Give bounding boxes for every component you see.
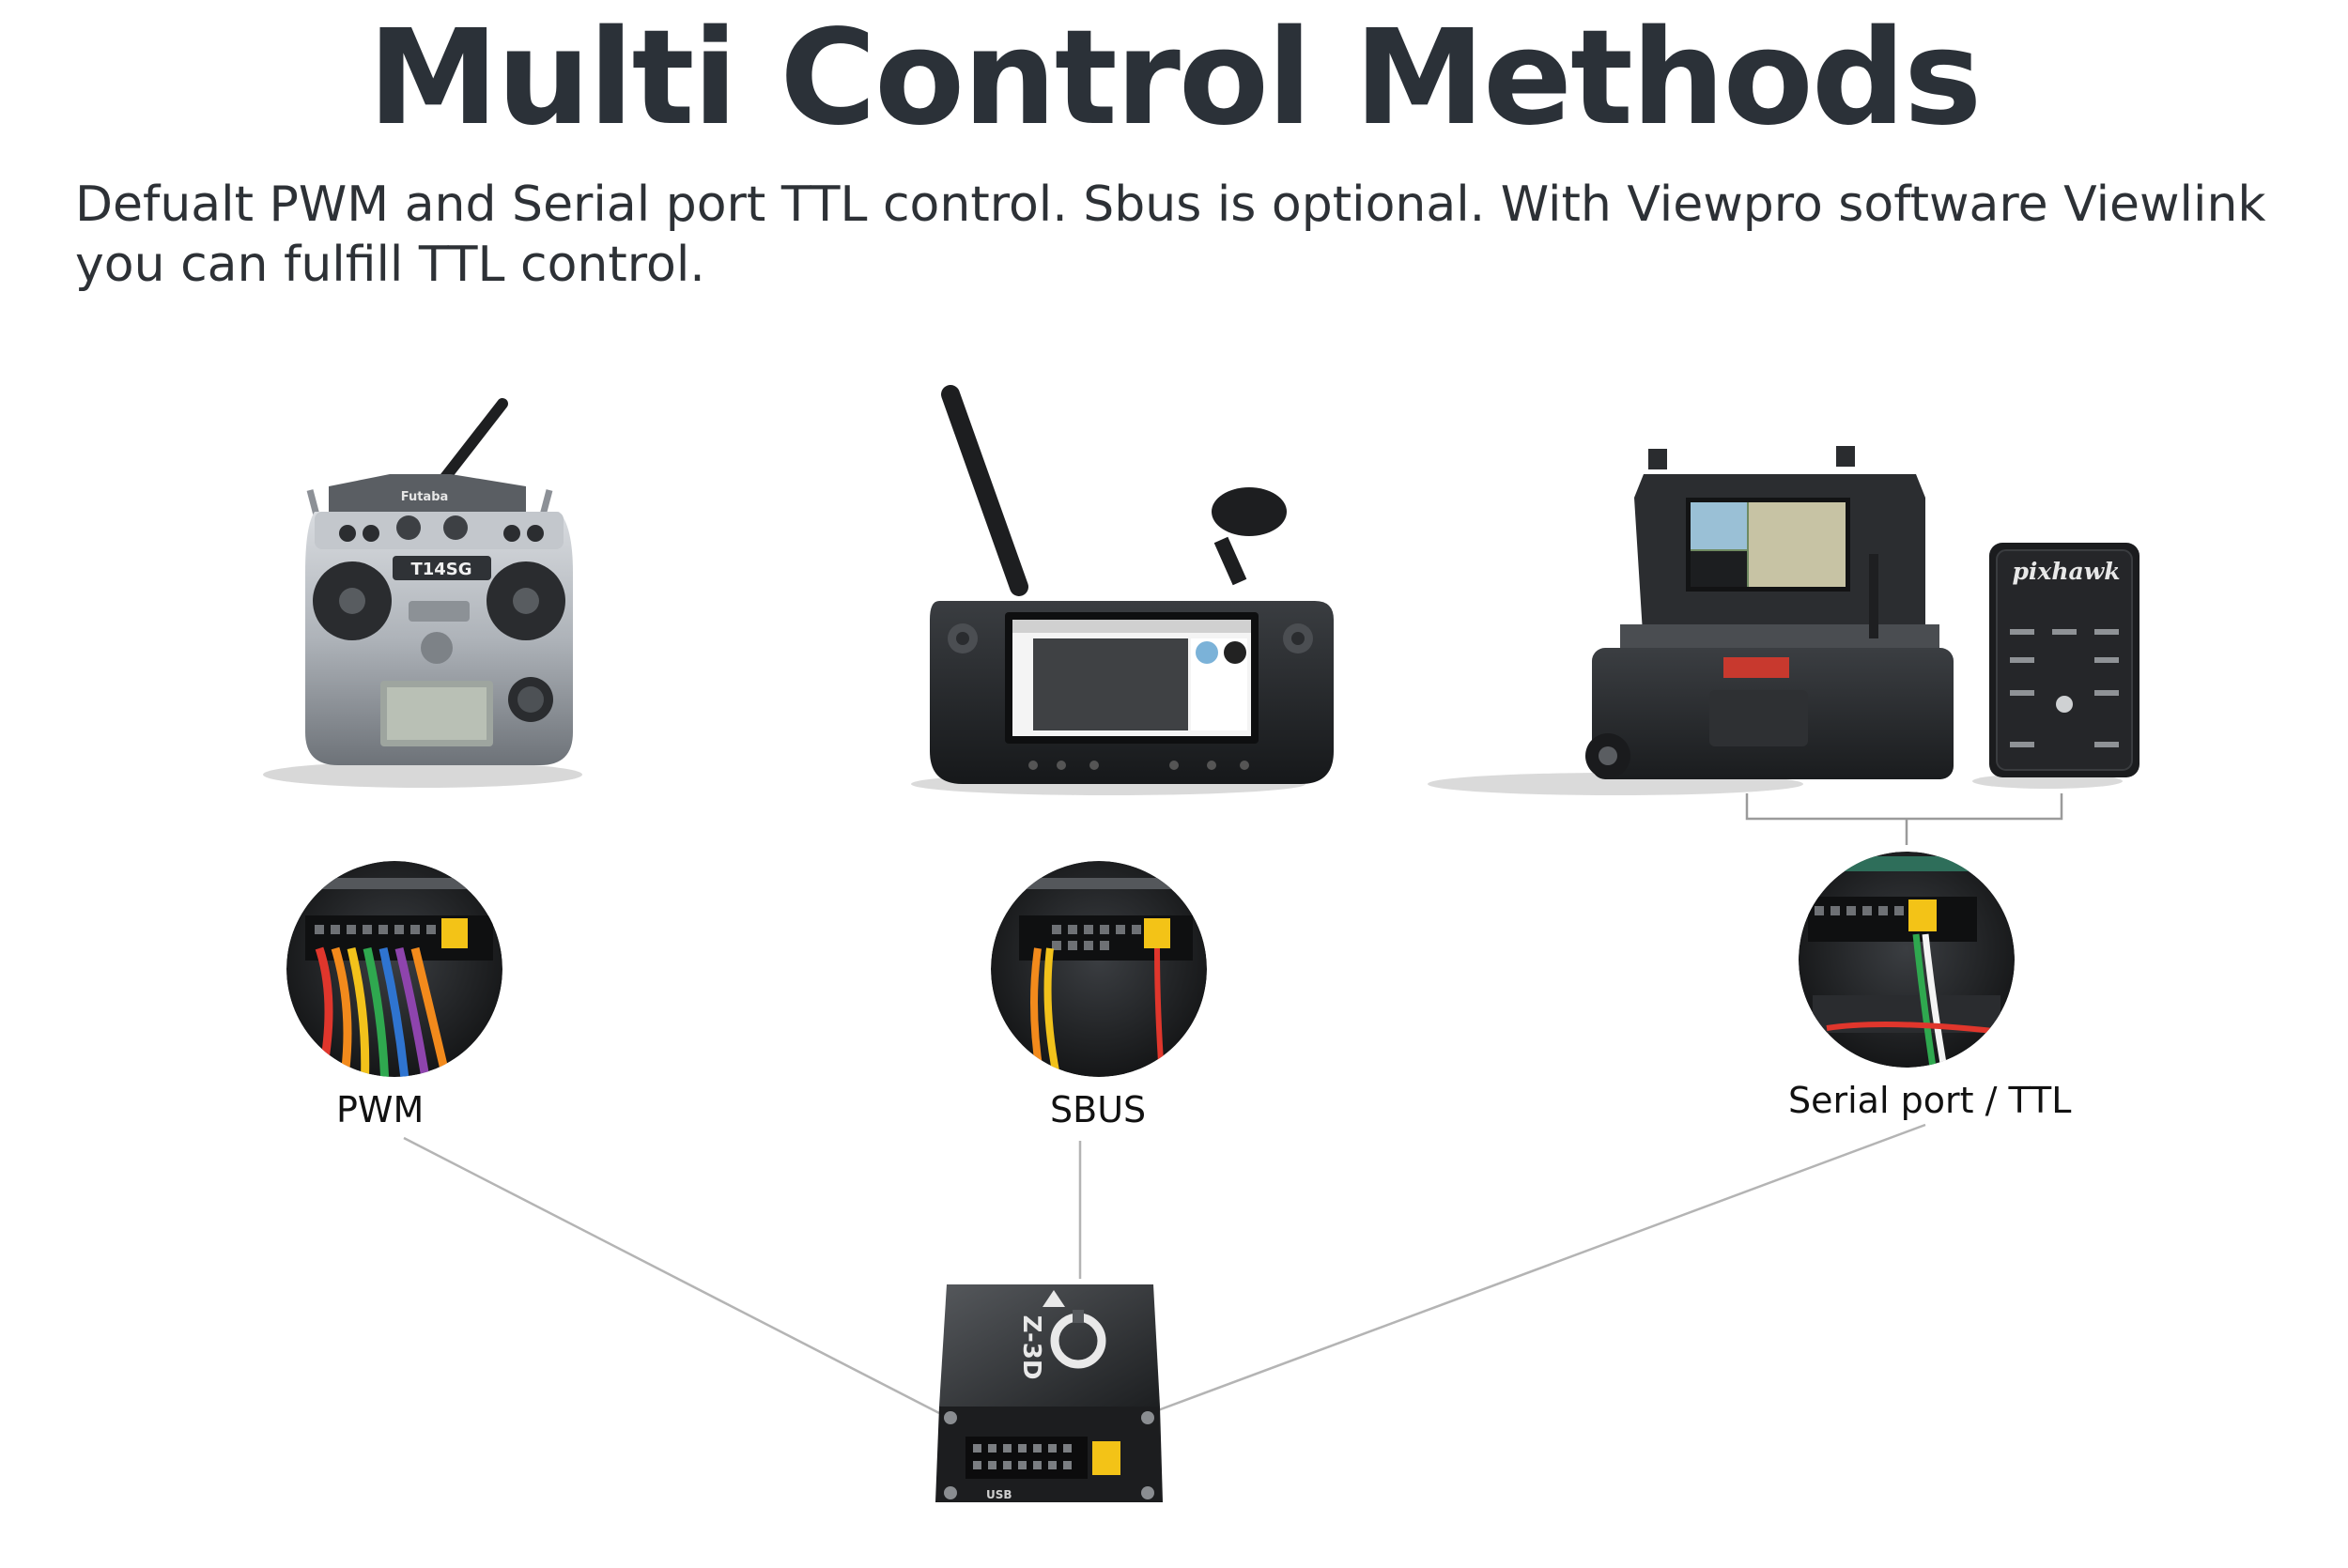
page-title: Multi Control Methods (367, 2, 1983, 155)
sbus-label: SBUS (1050, 1089, 1147, 1130)
board-usb-text: USB (986, 1488, 1012, 1501)
sbus-wiring-closeup (991, 861, 1207, 1077)
transmitter-brand-text: Futaba (401, 490, 449, 504)
bracket-connector (1745, 793, 2063, 845)
rc-transmitter-image: Futaba T14SG (263, 398, 582, 788)
ttl-wiring-closeup (1799, 852, 2015, 1068)
pixhawk-label-text: pixhawk (2012, 558, 2120, 585)
pwm-label: PWM (336, 1089, 425, 1130)
ttl-connector-line (1150, 1123, 1926, 1415)
pwm-wiring-closeup (286, 861, 502, 1077)
smart-controller-image (911, 385, 1334, 795)
pixhawk-flight-controller-image: pixhawk (1972, 543, 2139, 789)
serial-ttl-label: Serial port / TTL (1788, 1080, 2072, 1121)
pwm-connector-line (403, 1136, 940, 1415)
page-subtitle: Defualt PWM and Serial port TTL control.… (75, 177, 2266, 293)
ground-station-case-image (1428, 446, 1954, 795)
gimbal-controller-board-image: Z-3D USB (935, 1284, 1163, 1502)
board-model-text: Z-3D (1017, 1315, 1045, 1380)
transmitter-model-text: T14SG (410, 560, 471, 579)
